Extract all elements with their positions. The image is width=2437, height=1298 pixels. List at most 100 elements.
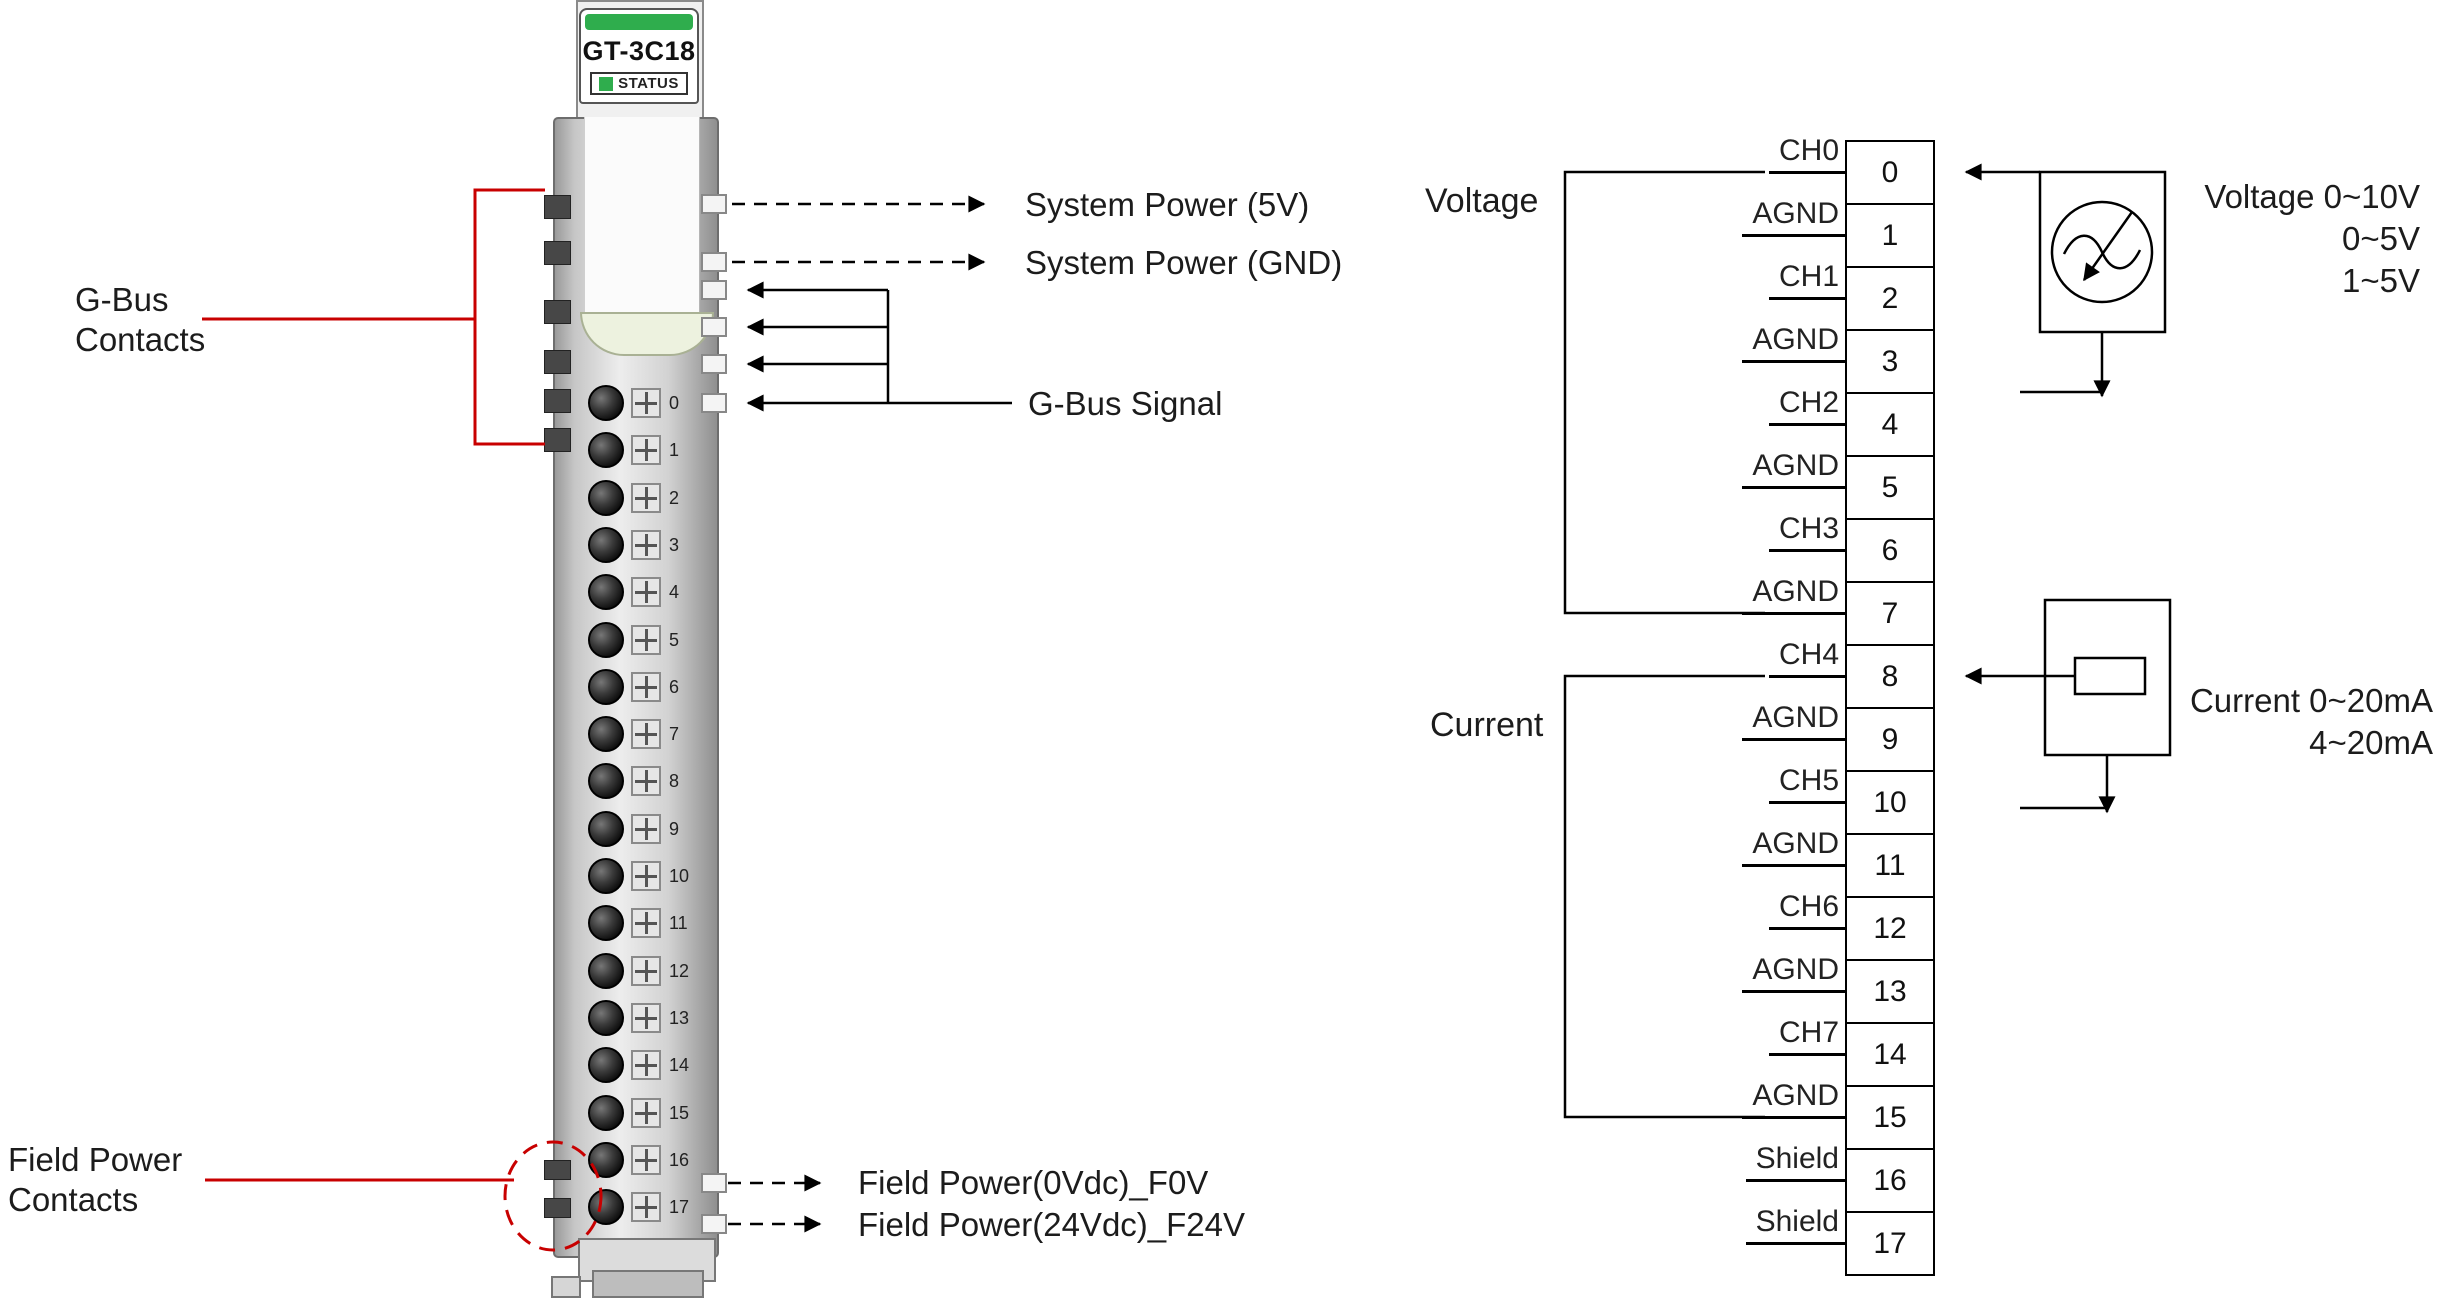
terminal-screw-icon <box>631 908 661 938</box>
terminal-screw-icon <box>631 388 661 418</box>
terminal-cell-0: 0 <box>1845 140 1935 205</box>
terminal-wire-hole <box>588 811 624 847</box>
terminal-wire-hole <box>588 953 624 989</box>
terminal-cell-16: 16 <box>1845 1148 1935 1213</box>
module-terminal-6: 6 <box>588 669 679 705</box>
module-edge-notch <box>701 1173 727 1193</box>
voltage-range-annotation: Voltage 0~10V 0~5V 1~5V <box>2204 176 2420 302</box>
terminal-screw-icon <box>631 861 661 891</box>
terminal-number: 12 <box>669 960 690 981</box>
module-bottom-connector <box>592 1270 704 1298</box>
module-terminal-4: 4 <box>588 574 679 610</box>
module-terminal-0: 0 <box>588 385 679 421</box>
terminal-cell-15: 15 <box>1845 1085 1935 1150</box>
terminal-signal-label: AGND <box>1742 575 1845 615</box>
terminal-signal-label: CH2 <box>1768 386 1845 426</box>
terminal-screw-icon <box>631 956 661 986</box>
status-led-icon <box>599 76 614 91</box>
system-power-gnd-label: System Power (GND) <box>1025 244 1343 281</box>
terminal-screw-icon <box>631 483 661 513</box>
module-terminal-13: 13 <box>588 1000 689 1036</box>
terminal-number: 9 <box>669 818 680 839</box>
terminal-number: 13 <box>669 1007 690 1028</box>
terminal-cell-17: 17 <box>1845 1211 1935 1276</box>
terminal-signal-label: CH1 <box>1768 260 1845 300</box>
gbus-contacts-callout: G-Bus Contacts <box>75 280 205 360</box>
module-terminal-1: 1 <box>588 432 679 468</box>
annotation-line: 4~20mA <box>2309 724 2433 761</box>
terminal-number: 10 <box>669 865 690 886</box>
terminal-cell-7: 7 <box>1845 581 1935 646</box>
gbus-contact-pin <box>544 389 571 413</box>
terminal-signal-label: AGND <box>1742 953 1845 993</box>
terminal-signal-label: AGND <box>1742 701 1845 741</box>
module-terminal-12: 12 <box>588 953 689 989</box>
terminal-cell-9: 9 <box>1845 707 1935 772</box>
terminal-wire-hole <box>588 574 624 610</box>
terminal-number: 16 <box>669 1149 690 1170</box>
terminal-number: 0 <box>669 392 680 413</box>
field-power-0v-label: Field Power(0Vdc)_F0V <box>858 1164 1209 1201</box>
terminal-screw-icon <box>631 577 661 607</box>
terminal-wire-hole <box>588 905 624 941</box>
terminal-cell-6: 6 <box>1845 518 1935 583</box>
terminal-number: 15 <box>669 1102 690 1123</box>
module-terminal-14: 14 <box>588 1047 689 1083</box>
terminal-screw-icon <box>631 1192 661 1222</box>
terminal-wire-hole <box>588 669 624 705</box>
name-plate-green-bar <box>585 14 693 30</box>
terminal-screw-icon <box>631 1003 661 1033</box>
terminal-wire-hole <box>588 480 624 516</box>
field-power-contacts-callout: Field Power Contacts <box>8 1140 182 1220</box>
module-terminal-9: 9 <box>588 811 679 847</box>
module-model-label: GT-3C18 <box>582 36 696 66</box>
terminal-wire-hole <box>588 527 624 563</box>
terminal-wire-hole <box>588 432 624 468</box>
terminal-number: 7 <box>669 723 680 744</box>
module-name-plate: GT-3C18 STATUS <box>579 8 699 104</box>
terminal-signal-label: CH0 <box>1768 134 1845 174</box>
terminal-screw-icon <box>631 672 661 702</box>
terminal-screw-icon <box>631 814 661 844</box>
terminal-signal-label: AGND <box>1742 1079 1845 1119</box>
terminal-cell-1: 1 <box>1845 203 1935 268</box>
terminal-cell-12: 12 <box>1845 896 1935 961</box>
annotation-line: 0~5V <box>2342 220 2420 257</box>
terminal-signal-label: AGND <box>1742 323 1845 363</box>
callout-line: Contacts <box>75 321 206 358</box>
callout-line: G-Bus <box>75 281 169 318</box>
terminal-wire-hole <box>588 1095 624 1131</box>
gbus-signal-label: G-Bus Signal <box>1028 385 1223 422</box>
module-edge-notch <box>701 393 727 413</box>
terminal-number: 3 <box>669 534 680 555</box>
module-mounting-foot <box>551 1276 581 1298</box>
terminal-number: 1 <box>669 439 680 460</box>
module-edge-notch <box>701 194 727 214</box>
gbus-contact-pin <box>544 195 571 219</box>
terminal-cell-4: 4 <box>1845 392 1935 457</box>
terminal-number: 17 <box>669 1196 690 1217</box>
terminal-wire-hole <box>588 1000 624 1036</box>
current-group-label: Current <box>1430 706 1544 744</box>
voltage-group-label: Voltage <box>1425 182 1539 220</box>
annotation-line: Current 0~20mA <box>2189 682 2433 719</box>
terminal-screw-icon <box>631 435 661 465</box>
status-badge: STATUS <box>590 72 688 95</box>
terminal-wire-hole <box>588 622 624 658</box>
terminal-screw-icon <box>631 719 661 749</box>
module-edge-notch <box>701 1214 727 1234</box>
current-range-annotation: Current 0~20mA 4~20mA <box>2190 680 2433 764</box>
terminal-number: 8 <box>669 770 680 791</box>
module-terminal-11: 11 <box>588 905 688 941</box>
terminal-cell-8: 8 <box>1845 644 1935 709</box>
terminal-wire-hole <box>588 716 624 752</box>
terminal-signal-label: CH6 <box>1768 890 1845 930</box>
callout-line: Contacts <box>8 1181 139 1218</box>
terminal-signal-label: AGND <box>1742 449 1845 489</box>
terminal-signal-label: CH7 <box>1768 1016 1845 1056</box>
terminal-wire-hole <box>588 1047 624 1083</box>
